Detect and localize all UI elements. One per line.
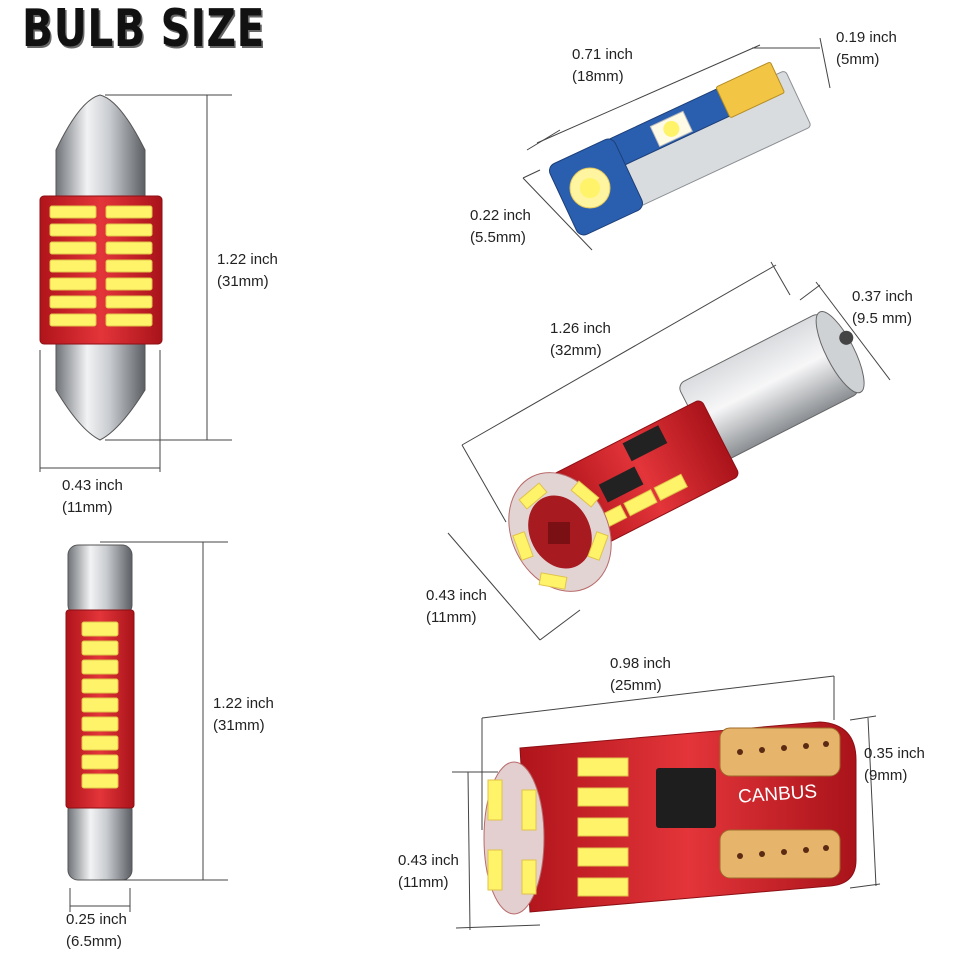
bulb1-width-label: 0.43 inch (11mm) [62,475,123,519]
bulb4-width-label: 0.43 inch (11mm) [426,585,487,629]
bulb4-length-inch: 1.26 inch [550,320,611,337]
bulb4-width-mm: (11mm) [426,609,477,626]
bulb2-length-label: 1.22 inch (31mm) [213,693,274,737]
bulb1-width-mm: (11mm) [62,499,113,516]
bulb5-tip-inch: 0.35 inch [864,745,925,762]
bulb3-length-inch: 0.71 inch [572,46,633,63]
bulb5-width-mm: (11mm) [398,874,449,891]
bulb3-tip-label: 0.19 inch (5mm) [836,27,897,71]
bulb3-tip-inch: 0.19 inch [836,29,897,46]
bulb4-length-mm: (32mm) [550,342,602,359]
bulb3-width-mm: (5.5mm) [470,229,526,246]
page-title: BULB SIZE [22,0,266,59]
bulb5-width-inch: 0.43 inch [398,852,459,869]
bulb4-tip-inch: 0.37 inch [852,288,913,305]
bulb4-tip-label: 0.37 inch (9.5 mm) [852,286,913,330]
bulb4-tip-mm: (9.5 mm) [852,310,912,327]
t5-wedge-bulb [522,37,831,251]
dimension-lines [39,94,232,472]
festoon-bulb-1 [39,94,232,472]
bulb4-width-inch: 0.43 inch [426,587,487,604]
bulb3-length-label: 0.71 inch (18mm) [572,44,633,88]
bulb3-width-inch: 0.22 inch [470,207,531,224]
bulb3-width-label: 0.22 inch (5.5mm) [470,205,531,249]
bulb5-tip-mm: (9mm) [864,767,908,784]
bulb1-length-label: 1.22 inch (31mm) [217,249,278,293]
bulb2-width-label: 0.25 inch (6.5mm) [66,909,127,953]
t10-canbus-bulb [452,675,881,931]
bulb5-tip-label: 0.35 inch (9mm) [864,743,925,787]
bulb4-length-label: 1.26 inch (32mm) [550,318,611,362]
bulb5-length-inch: 0.98 inch [610,655,671,672]
bulb5-length-mm: (25mm) [610,677,662,694]
bulb5-length-label: 0.98 inch (25mm) [610,653,671,697]
bulb2-length-inch: 1.22 inch [213,695,274,712]
bulb2-length-mm: (31mm) [213,717,265,734]
bulb1-width-inch: 0.43 inch [62,477,123,494]
ba9s-bulb [447,261,891,641]
bulb3-tip-mm: (5mm) [836,51,880,68]
festoon-bulb-2 [65,541,228,912]
bulb1-length-mm: (31mm) [217,273,269,290]
bulb5-width-label: 0.43 inch (11mm) [398,850,459,894]
bulb2-width-inch: 0.25 inch [66,911,127,928]
bulb3-length-mm: (18mm) [572,68,624,85]
led-chips [49,205,153,327]
bulb2-width-mm: (6.5mm) [66,933,122,950]
bulb1-length-inch: 1.22 inch [217,251,278,268]
